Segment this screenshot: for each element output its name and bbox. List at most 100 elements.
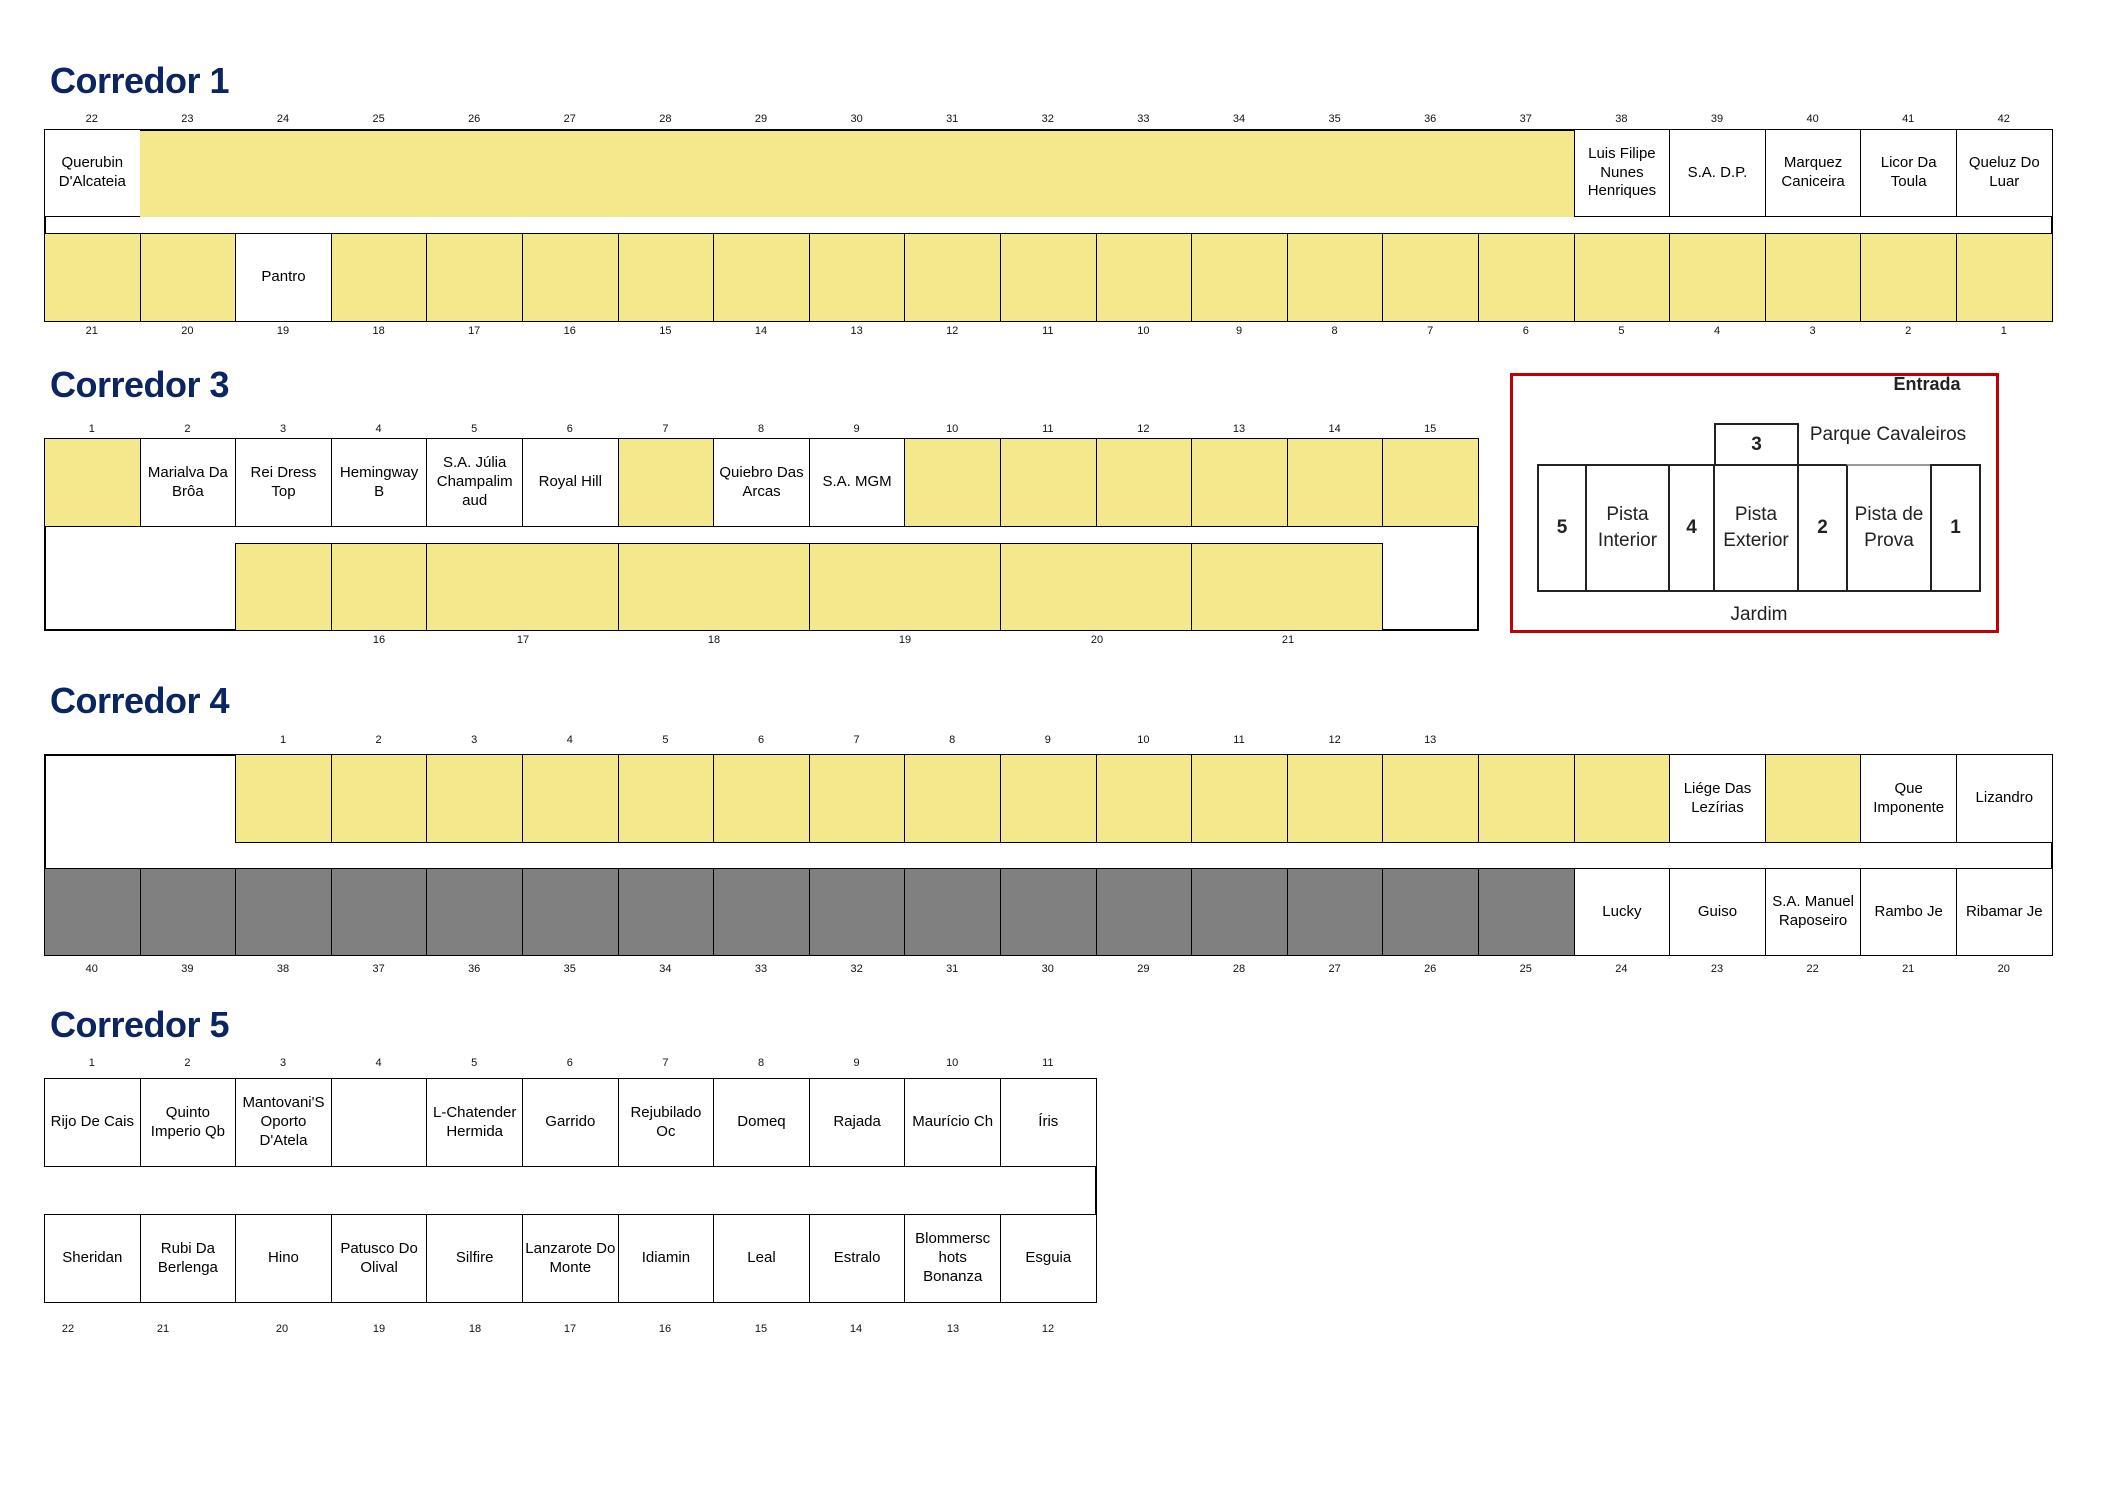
- stall-unavailable[interactable]: [713, 868, 810, 956]
- stall-unavailable[interactable]: [235, 868, 332, 956]
- stall-unavailable[interactable]: [904, 868, 1001, 956]
- stall-unavailable[interactable]: [1191, 868, 1288, 956]
- stall-empty[interactable]: [235, 754, 332, 843]
- stall-assigned[interactable]: Estralo: [808, 1214, 906, 1303]
- stall-assigned[interactable]: Rubi Da Berlenga: [139, 1214, 237, 1303]
- stall-assigned[interactable]: Licor Da Toula: [1860, 129, 1957, 217]
- stall-assigned[interactable]: Guiso: [1669, 868, 1766, 956]
- stall-assigned[interactable]: Pantro: [235, 233, 332, 322]
- stall-empty[interactable]: [1478, 233, 1575, 322]
- stall-empty[interactable]: [1000, 438, 1097, 527]
- stall-empty[interactable]: [1191, 543, 1384, 631]
- stall-assigned[interactable]: Idiamin: [617, 1214, 715, 1303]
- stall-empty[interactable]: [1478, 754, 1575, 843]
- stall-empty[interactable]: [235, 543, 332, 631]
- stall-assigned[interactable]: Silfire: [426, 1214, 523, 1303]
- stall-assigned[interactable]: S.A. Manuel Raposeiro: [1764, 868, 1862, 956]
- stall-empty[interactable]: [617, 543, 810, 631]
- stall-empty[interactable]: [139, 233, 237, 322]
- stall-empty[interactable]: [808, 233, 906, 322]
- stall-empty[interactable]: [1382, 754, 1479, 843]
- stall-assigned[interactable]: Rambo Je: [1860, 868, 1957, 956]
- stall-assigned[interactable]: Garrido: [522, 1078, 619, 1167]
- stall-assigned[interactable]: Lizandro: [1956, 754, 2053, 843]
- stall-empty[interactable]: [1000, 233, 1097, 322]
- stall-empty[interactable]: [904, 438, 1001, 527]
- stall-empty[interactable]: [904, 754, 1001, 843]
- stall-unavailable[interactable]: [1286, 868, 1384, 956]
- stall-empty[interactable]: [330, 1078, 428, 1167]
- stall-unavailable[interactable]: [44, 868, 141, 956]
- stall-empty[interactable]: [1191, 438, 1288, 527]
- stall-assigned[interactable]: Marialva Da Brôa: [139, 438, 237, 527]
- stall-assigned[interactable]: Hemingway B: [330, 438, 428, 527]
- stall-empty[interactable]: [1764, 754, 1862, 843]
- stall-unavailable[interactable]: [1382, 868, 1479, 956]
- stall-assigned[interactable]: L-Chatender Hermida: [426, 1078, 523, 1167]
- stall-assigned[interactable]: Quinto Imperio Qb: [139, 1078, 237, 1167]
- stall-assigned[interactable]: S.A. D.P.: [1669, 129, 1766, 217]
- stall-empty[interactable]: [1764, 233, 1862, 322]
- stall-empty[interactable]: [1286, 438, 1384, 527]
- stall-assigned[interactable]: Rei Dress Top: [235, 438, 332, 527]
- stall-empty[interactable]: [1382, 438, 1479, 527]
- stall-empty[interactable]: [1191, 233, 1288, 322]
- stall-assigned[interactable]: S.A. Júlia Champalim aud: [426, 438, 523, 527]
- stall-empty[interactable]: [44, 233, 141, 322]
- stall-assigned[interactable]: Marquez Caniceira: [1764, 129, 1862, 217]
- stall-assigned[interactable]: Domeq: [713, 1078, 810, 1167]
- stall-empty[interactable]: [1286, 233, 1384, 322]
- stall-assigned[interactable]: Patusco Do Olival: [330, 1214, 428, 1303]
- stall-assigned[interactable]: Que Imponente: [1860, 754, 1957, 843]
- stall-empty[interactable]: [522, 754, 619, 843]
- stall-assigned[interactable]: Mantovani'S Oporto D'Atela: [235, 1078, 332, 1167]
- stall-assigned[interactable]: Sheridan: [44, 1214, 141, 1303]
- stall-empty[interactable]: [808, 543, 1001, 631]
- stall-assigned[interactable]: Esguia: [1000, 1214, 1097, 1303]
- stall-empty[interactable]: [426, 233, 523, 322]
- stall-assigned[interactable]: S.A. MGM: [808, 438, 906, 527]
- stall-assigned[interactable]: Liége Das Lezírias: [1669, 754, 1766, 843]
- stall-unavailable[interactable]: [1478, 868, 1575, 956]
- stall-assigned[interactable]: Royal Hill: [522, 438, 619, 527]
- stall-assigned[interactable]: Maurício Ch: [904, 1078, 1001, 1167]
- stall-unavailable[interactable]: [1095, 868, 1193, 956]
- stall-empty[interactable]: [1191, 754, 1288, 843]
- stall-empty[interactable]: [904, 233, 1001, 322]
- stall-assigned[interactable]: Rajada: [808, 1078, 906, 1167]
- stall-empty[interactable]: [330, 543, 428, 631]
- stall-empty[interactable]: [713, 233, 810, 322]
- stall-empty[interactable]: [1286, 754, 1384, 843]
- stall-assigned[interactable]: Queluz Do Luar: [1956, 129, 2053, 217]
- stall-empty[interactable]: [1095, 233, 1193, 322]
- stall-assigned[interactable]: Leal: [713, 1214, 810, 1303]
- stall-empty[interactable]: [1000, 754, 1097, 843]
- stall-assigned[interactable]: Ribamar Je: [1956, 868, 2053, 956]
- stall-empty[interactable]: [617, 233, 715, 322]
- stall-assigned[interactable]: Blommersc hots Bonanza: [904, 1214, 1001, 1303]
- stall-empty[interactable]: [1095, 754, 1193, 843]
- stall-assigned[interactable]: Lanzarote Do Monte: [522, 1214, 619, 1303]
- stall-unavailable[interactable]: [808, 868, 906, 956]
- stall-empty[interactable]: [426, 543, 619, 631]
- stall-unavailable[interactable]: [330, 868, 428, 956]
- stall-empty[interactable]: [1573, 754, 1671, 843]
- stall-empty[interactable]: [617, 438, 715, 527]
- stall-assigned[interactable]: Quiebro Das Arcas: [713, 438, 810, 527]
- stall-empty[interactable]: [1000, 543, 1193, 631]
- stall-empty[interactable]: [1860, 233, 1957, 322]
- stall-empty[interactable]: [1095, 438, 1193, 527]
- stall-empty[interactable]: [713, 754, 810, 843]
- stall-empty[interactable]: [1573, 233, 1671, 322]
- stall-unavailable[interactable]: [522, 868, 619, 956]
- stall-assigned[interactable]: Querubin D'Alcateia: [44, 129, 141, 217]
- stall-unavailable[interactable]: [139, 868, 237, 956]
- stall-empty[interactable]: [139, 129, 1575, 217]
- stall-assigned[interactable]: Rijo De Cais: [44, 1078, 141, 1167]
- stall-assigned[interactable]: Íris: [1000, 1078, 1097, 1167]
- stall-empty[interactable]: [617, 754, 715, 843]
- stall-empty[interactable]: [522, 233, 619, 322]
- stall-assigned[interactable]: Lucky: [1573, 868, 1671, 956]
- stall-empty[interactable]: [1669, 233, 1766, 322]
- stall-assigned[interactable]: Hino: [235, 1214, 332, 1303]
